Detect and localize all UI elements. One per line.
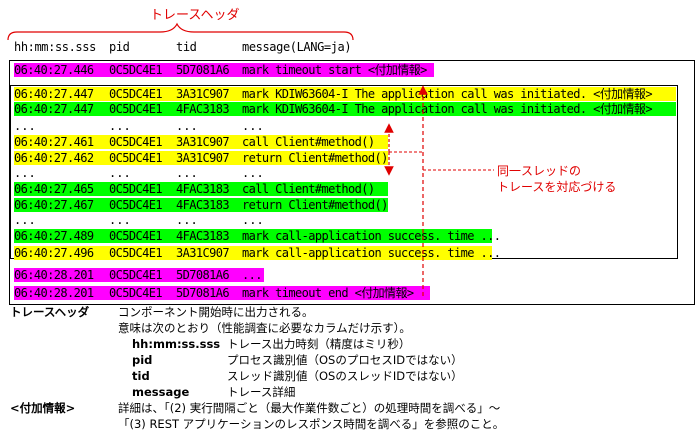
legend-term-extra-info: <付加情報>	[10, 401, 76, 415]
thread-note: 同一スレッドの トレースを対応づける	[497, 164, 617, 194]
brace-icon	[7, 22, 354, 41]
column-tid: tid	[176, 40, 197, 54]
column-pid: pid	[109, 40, 130, 54]
field-name: pid	[132, 353, 153, 367]
field-name: tid	[132, 369, 150, 383]
field-desc: トレース詳細	[227, 385, 296, 399]
legend-term-trace-header: トレースヘッダ	[10, 305, 90, 319]
legend-desc: 意味は次のとおり（性能調査に必要なカラムだけ示す）。	[118, 321, 411, 335]
field-desc: プロセス識別値（OSのプロセスIDではない）	[227, 353, 463, 367]
column-message: message(LANG=ja)	[242, 40, 352, 54]
field-name: hh:mm:ss.sss	[132, 337, 221, 351]
legend-desc: 「(3) REST アプリケーションのレスポンス時間を調べる」を参照のこと。	[118, 417, 505, 431]
column-time: hh:mm:ss.sss	[14, 40, 96, 54]
field-desc: トレース出力時刻（精度はミリ秒）	[227, 337, 411, 351]
field-desc: スレッド識別値（OSのスレッドIDではない）	[227, 369, 463, 383]
trace-header-callout: トレースヘッダ	[150, 8, 240, 23]
legend-desc: 詳細は、「(2) 実行間隔ごと（最大作業件数ごと）の処理時間を調べる」～	[118, 401, 501, 415]
legend-desc: コンポーネント開始時に出力される。	[118, 305, 314, 319]
field-name: message	[132, 385, 190, 399]
